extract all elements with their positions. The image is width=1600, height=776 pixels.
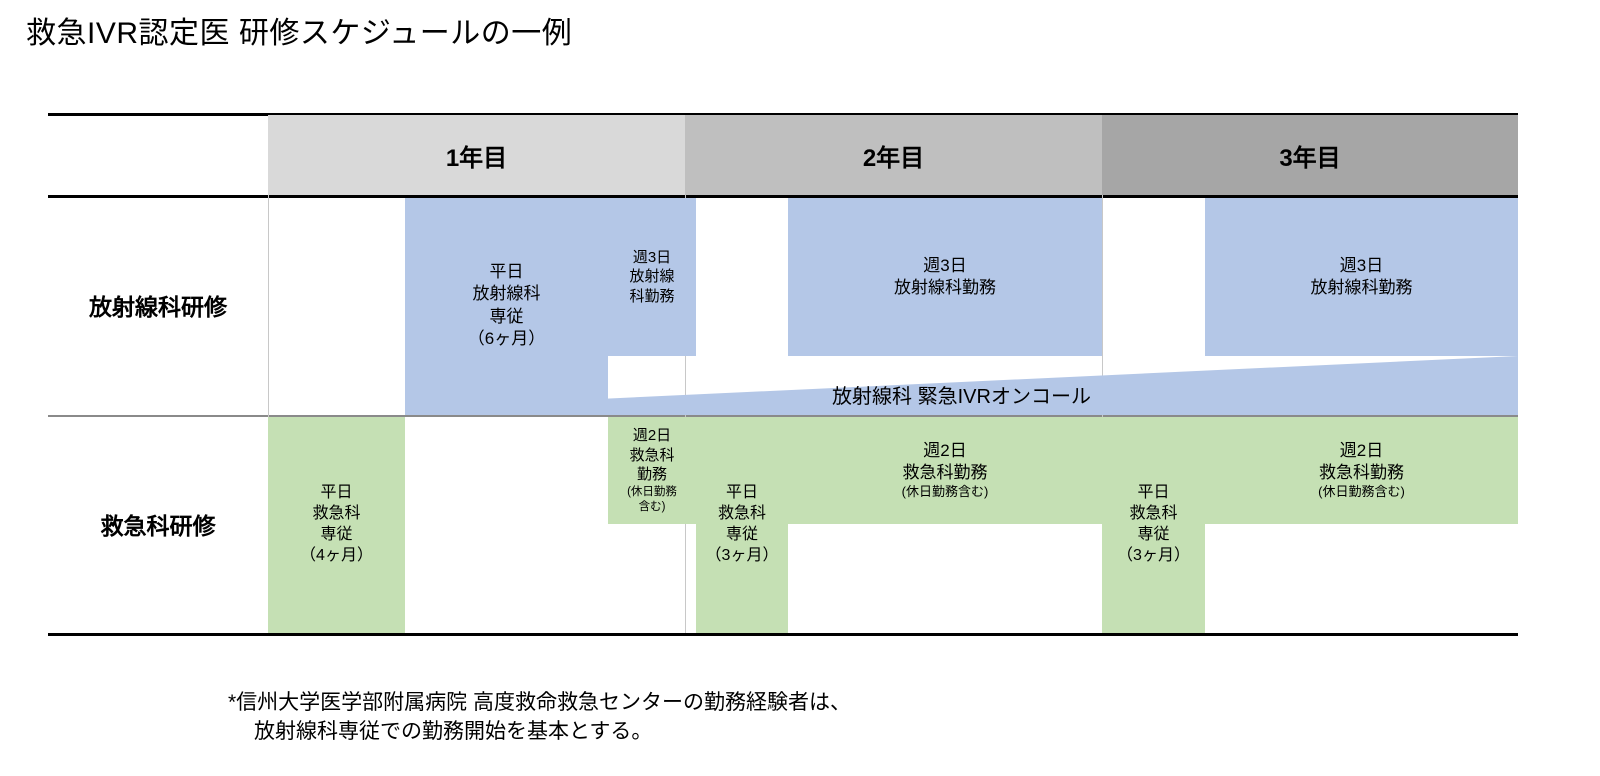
emergency-block-year2-line-1: 平日 — [725, 484, 758, 502]
emergency-block-year3b-line-1: 週2日 — [1339, 440, 1384, 460]
footnote-line-1: *信州大学医学部附属病院 高度救命救急センターの勤務経験者は、 — [228, 690, 852, 714]
emergency-block-year1-line-3: 専従 — [320, 526, 353, 543]
emergency-block-year2-line-2: 救急科 — [717, 505, 766, 523]
emergency-block-year2b-line-3: (休日勤務含む) — [901, 484, 989, 500]
oncall-wedge — [405, 353, 1518, 415]
emergency-block-year3-line-2: 救急科 — [1129, 505, 1178, 523]
year-header-3-label: 3年目 — [1279, 144, 1341, 172]
emergency-block-year1-line-4: （4ヶ月） — [300, 546, 373, 564]
year-header-3: 3年目 — [1102, 115, 1518, 195]
row-label-radiology: 放射線科研修 — [48, 195, 268, 415]
radiology-block-year1b-line-3: 科勤務 — [629, 287, 675, 305]
table-middle-rule — [48, 415, 1518, 417]
radiology-block-year3: 週3日 放射線科勤務 — [1205, 198, 1518, 356]
emergency-block-year2b-line-2: 救急科勤務 — [902, 463, 988, 483]
year-header-2-label: 2年目 — [862, 144, 925, 172]
schedule-figure: 救急IVR認定医 研修スケジュールの一例 1年目 2年目 3年目 放射線科研修 … — [26, 17, 1518, 743]
radiology-block-year1-line-4: （6ヶ月） — [467, 328, 546, 348]
table-header-rule — [48, 195, 1518, 198]
radiology-block-year1-fulltime: 平日 放射線科 専従 （6ヶ月） — [405, 198, 608, 413]
footnote: *信州大学医学部附属病院 高度救命救急センターの勤務経験者は、 放射線科専従での… — [228, 660, 851, 776]
row-label-radiology-text: 放射線科研修 — [89, 294, 227, 320]
radiology-block-year1-line-1: 平日 — [489, 262, 524, 282]
emergency-block-year1b-note-2: 含む) — [638, 500, 666, 513]
emergency-block-year3b-line-3: (休日勤務含む) — [1318, 484, 1405, 500]
emergency-block-year2-line-4: （3ヶ月） — [705, 546, 779, 564]
emergency-block-year1-line-1: 平日 — [320, 484, 353, 502]
radiology-block-year2-line-1: 週3日 — [923, 255, 967, 275]
emergency-block-year1b-note-1: (休日勤務 — [627, 485, 677, 498]
radiology-block-year3-line-2: 放射線科勤務 — [1310, 278, 1413, 297]
year-header-2: 2年目 — [685, 115, 1102, 195]
emergency-block-year2-parttime: 週2日 救急科勤務 (休日勤務含む) — [788, 417, 1102, 524]
emergency-block-year3-parttime: 週2日 救急科勤務 (休日勤務含む) — [1205, 417, 1518, 524]
column-separator-label — [268, 195, 269, 633]
radiology-block-year1-parttime: 週3日 放射線 科勤務 — [608, 198, 696, 356]
radiology-block-year1b-line-1: 週3日 — [632, 248, 672, 266]
radiology-block-year2: 週3日 放射線科勤務 — [788, 198, 1102, 356]
emergency-block-year1b-line-1: 週2日 — [632, 427, 672, 445]
emergency-block-year1-line-2: 救急科 — [312, 505, 361, 523]
emergency-block-year3b-line-2: 救急科勤務 — [1319, 463, 1404, 483]
emergency-block-year1-fulltime: 平日 救急科 専従 （4ヶ月） — [268, 417, 405, 633]
emergency-block-year2b-line-1: 週2日 — [923, 440, 967, 460]
radiology-block-year1-line-3: 専従 — [489, 306, 524, 326]
schedule-table: 1年目 2年目 3年目 放射線科研修 救急科研修 平日 放射線科 専従 （6ヶ月… — [48, 113, 1518, 636]
footnote-line-2: 放射線科専従での勤務開始を基本とする。 — [254, 719, 653, 743]
emergency-block-year1-parttime: 週2日 救急科 勤務 (休日勤務 含む) — [608, 417, 696, 524]
emergency-block-year1b-line-3: 勤務 — [636, 466, 667, 484]
emergency-block-year1b-line-2: 救急科 — [629, 446, 675, 464]
radiology-block-year2-line-2: 放射線科勤務 — [894, 278, 996, 297]
page-title: 救急IVR認定医 研修スケジュールの一例 — [26, 17, 573, 50]
radiology-block-year1b-line-2: 放射線 — [629, 268, 675, 286]
radiology-block-year3-line-1: 週3日 — [1339, 255, 1384, 275]
emergency-block-year3-line-4: （3ヶ月） — [1117, 546, 1190, 564]
row-label-emergency-text: 救急科研修 — [100, 513, 216, 539]
emergency-block-year3-line-1: 平日 — [1137, 484, 1170, 502]
emergency-block-year3-fulltime: 平日 救急科 専従 （3ヶ月） — [1102, 417, 1205, 633]
emergency-block-year3-line-3: 専従 — [1137, 526, 1170, 543]
table-top-rule — [48, 113, 1518, 116]
row-label-emergency: 救急科研修 — [48, 415, 268, 633]
year-header-1-label: 1年目 — [445, 144, 508, 172]
emergency-block-year2-fulltime: 平日 救急科 専従 （3ヶ月） — [696, 417, 788, 633]
emergency-block-year2-line-3: 専従 — [725, 526, 758, 543]
table-bottom-rule — [48, 633, 1518, 636]
year-header-1: 1年目 — [268, 115, 685, 195]
radiology-block-year1-line-2: 放射線科 — [472, 284, 541, 304]
